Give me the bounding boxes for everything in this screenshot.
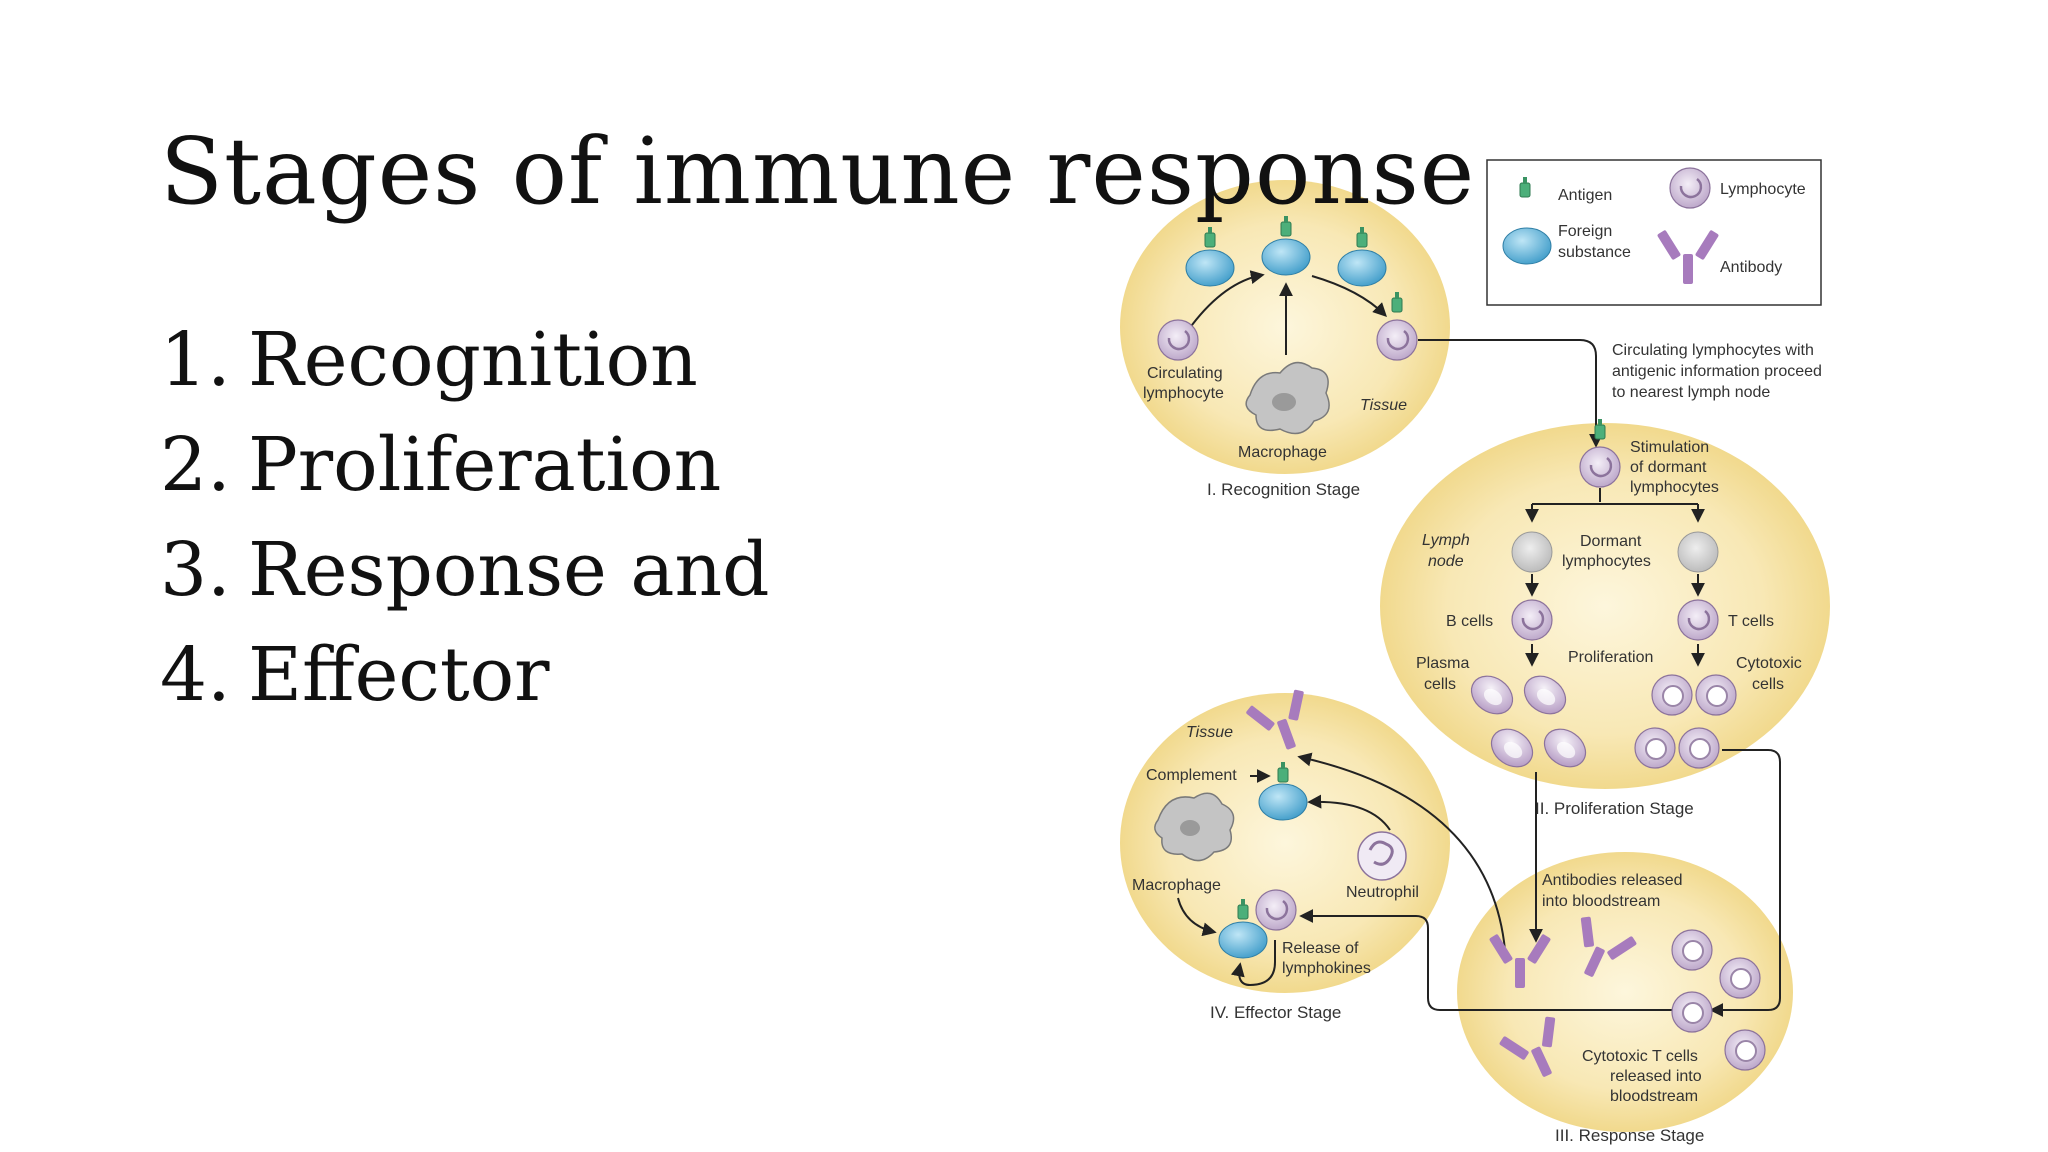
stage-list: 1.Recognition 2.Proliferation 3.Response… bbox=[160, 308, 770, 728]
legend-lymphocyte-label: Lymphocyte bbox=[1720, 181, 1806, 198]
recognition-macrophage-label: Macrophage bbox=[1238, 444, 1327, 461]
circulating-lymphocyte-label-1: Circulating bbox=[1147, 365, 1223, 382]
stimulation-label-1: Stimulation bbox=[1630, 439, 1709, 456]
effector-stage-label: IV. Effector Stage bbox=[1210, 1003, 1341, 1022]
stage-label: Response and bbox=[248, 527, 770, 613]
legend-antibody-label: Antibody bbox=[1720, 259, 1782, 276]
stage-item-response: 3.Response and bbox=[160, 518, 770, 623]
transit-label-3: to nearest lymph node bbox=[1612, 384, 1770, 401]
stage-item-recognition: 1.Recognition bbox=[160, 308, 770, 413]
antibodies-released-label-2: into bloodstream bbox=[1542, 893, 1660, 910]
transit-label-2: antigenic information proceed bbox=[1612, 363, 1822, 380]
immune-response-diagram: Antigen Lymphocyte Foreign substance Ant… bbox=[1120, 159, 1830, 1145]
proliferation-stage-label: II. Proliferation Stage bbox=[1535, 799, 1694, 818]
neutrophil-label: Neutrophil bbox=[1346, 884, 1419, 901]
response-stage-label: III. Response Stage bbox=[1555, 1126, 1704, 1145]
transit-label-1: Circulating lymphocytes with bbox=[1612, 342, 1814, 359]
legend-antigen-label: Antigen bbox=[1558, 187, 1612, 204]
plasma-cells-label-2: cells bbox=[1424, 676, 1456, 693]
effector-macrophage-label: Macrophage bbox=[1132, 877, 1221, 894]
recognition-tissue-label: Tissue bbox=[1360, 397, 1407, 414]
slide-title: Stages of immune response bbox=[160, 118, 1476, 225]
stage-label: Effector bbox=[248, 632, 550, 718]
cytotoxic-cells-label-2: cells bbox=[1752, 676, 1784, 693]
stage-number: 3. bbox=[160, 527, 231, 613]
response-stage: Antibodies released into bloodstream Cyt… bbox=[1488, 872, 1766, 1145]
cytotoxic-released-label-2: released into bbox=[1610, 1068, 1702, 1085]
antibodies-released-label-1: Antibodies released bbox=[1542, 872, 1683, 889]
proliferation-stage: Stimulation of dormant lymphocytes Lymph… bbox=[1416, 418, 1802, 818]
effector-tissue-label: Tissue bbox=[1186, 724, 1233, 741]
release-label-1: Release of bbox=[1282, 940, 1359, 957]
stage-item-proliferation: 2.Proliferation bbox=[160, 413, 770, 518]
lymph-node-label-2: node bbox=[1428, 553, 1464, 570]
release-label-2: lymphokines bbox=[1282, 960, 1371, 977]
dormant-label-2: lymphocytes bbox=[1562, 553, 1651, 570]
plasma-cells-label-1: Plasma bbox=[1416, 655, 1469, 672]
stage-label: Proliferation bbox=[248, 422, 722, 508]
lymph-node-label-1: Lymph bbox=[1422, 532, 1470, 549]
foreign-substance-icon bbox=[1502, 227, 1552, 265]
b-cells-label: B cells bbox=[1446, 613, 1493, 630]
legend: Antigen Lymphocyte Foreign substance Ant… bbox=[1486, 159, 1822, 306]
recognition-stage-label: I. Recognition Stage bbox=[1207, 480, 1360, 499]
stage-number: 1. bbox=[160, 317, 231, 403]
stage-number: 2. bbox=[160, 422, 231, 508]
cytotoxic-cells-label-1: Cytotoxic bbox=[1736, 655, 1802, 672]
circulating-lymphocyte-label-2: lymphocyte bbox=[1143, 385, 1224, 402]
legend-foreign-label-2: substance bbox=[1558, 244, 1631, 261]
legend-foreign-label-1: Foreign bbox=[1558, 223, 1612, 240]
recognition-stage: Circulating lymphocyte Tissue Macrophage… bbox=[1143, 215, 1419, 499]
stimulation-label-2: of dormant bbox=[1630, 459, 1707, 476]
dormant-label-1: Dormant bbox=[1580, 533, 1642, 550]
effector-stage: Tissue Complement Macrophage Neutrophil … bbox=[1132, 686, 1419, 1022]
stage-label: Recognition bbox=[248, 317, 698, 403]
stage-number: 4. bbox=[160, 632, 231, 718]
lymphocyte-icon bbox=[1668, 166, 1712, 210]
stage-item-effector: 4.Effector bbox=[160, 623, 770, 728]
cytotoxic-released-label-3: bloodstream bbox=[1610, 1088, 1698, 1105]
neutrophil-cell bbox=[1357, 831, 1407, 881]
cytotoxic-released-label-1: Cytotoxic T cells bbox=[1582, 1048, 1698, 1065]
effector-stage-disc bbox=[1120, 693, 1450, 993]
stimulation-label-3: lymphocytes bbox=[1630, 479, 1719, 496]
complement-label: Complement bbox=[1146, 767, 1237, 784]
proliferation-label: Proliferation bbox=[1568, 649, 1653, 666]
t-cells-label: T cells bbox=[1728, 613, 1774, 630]
